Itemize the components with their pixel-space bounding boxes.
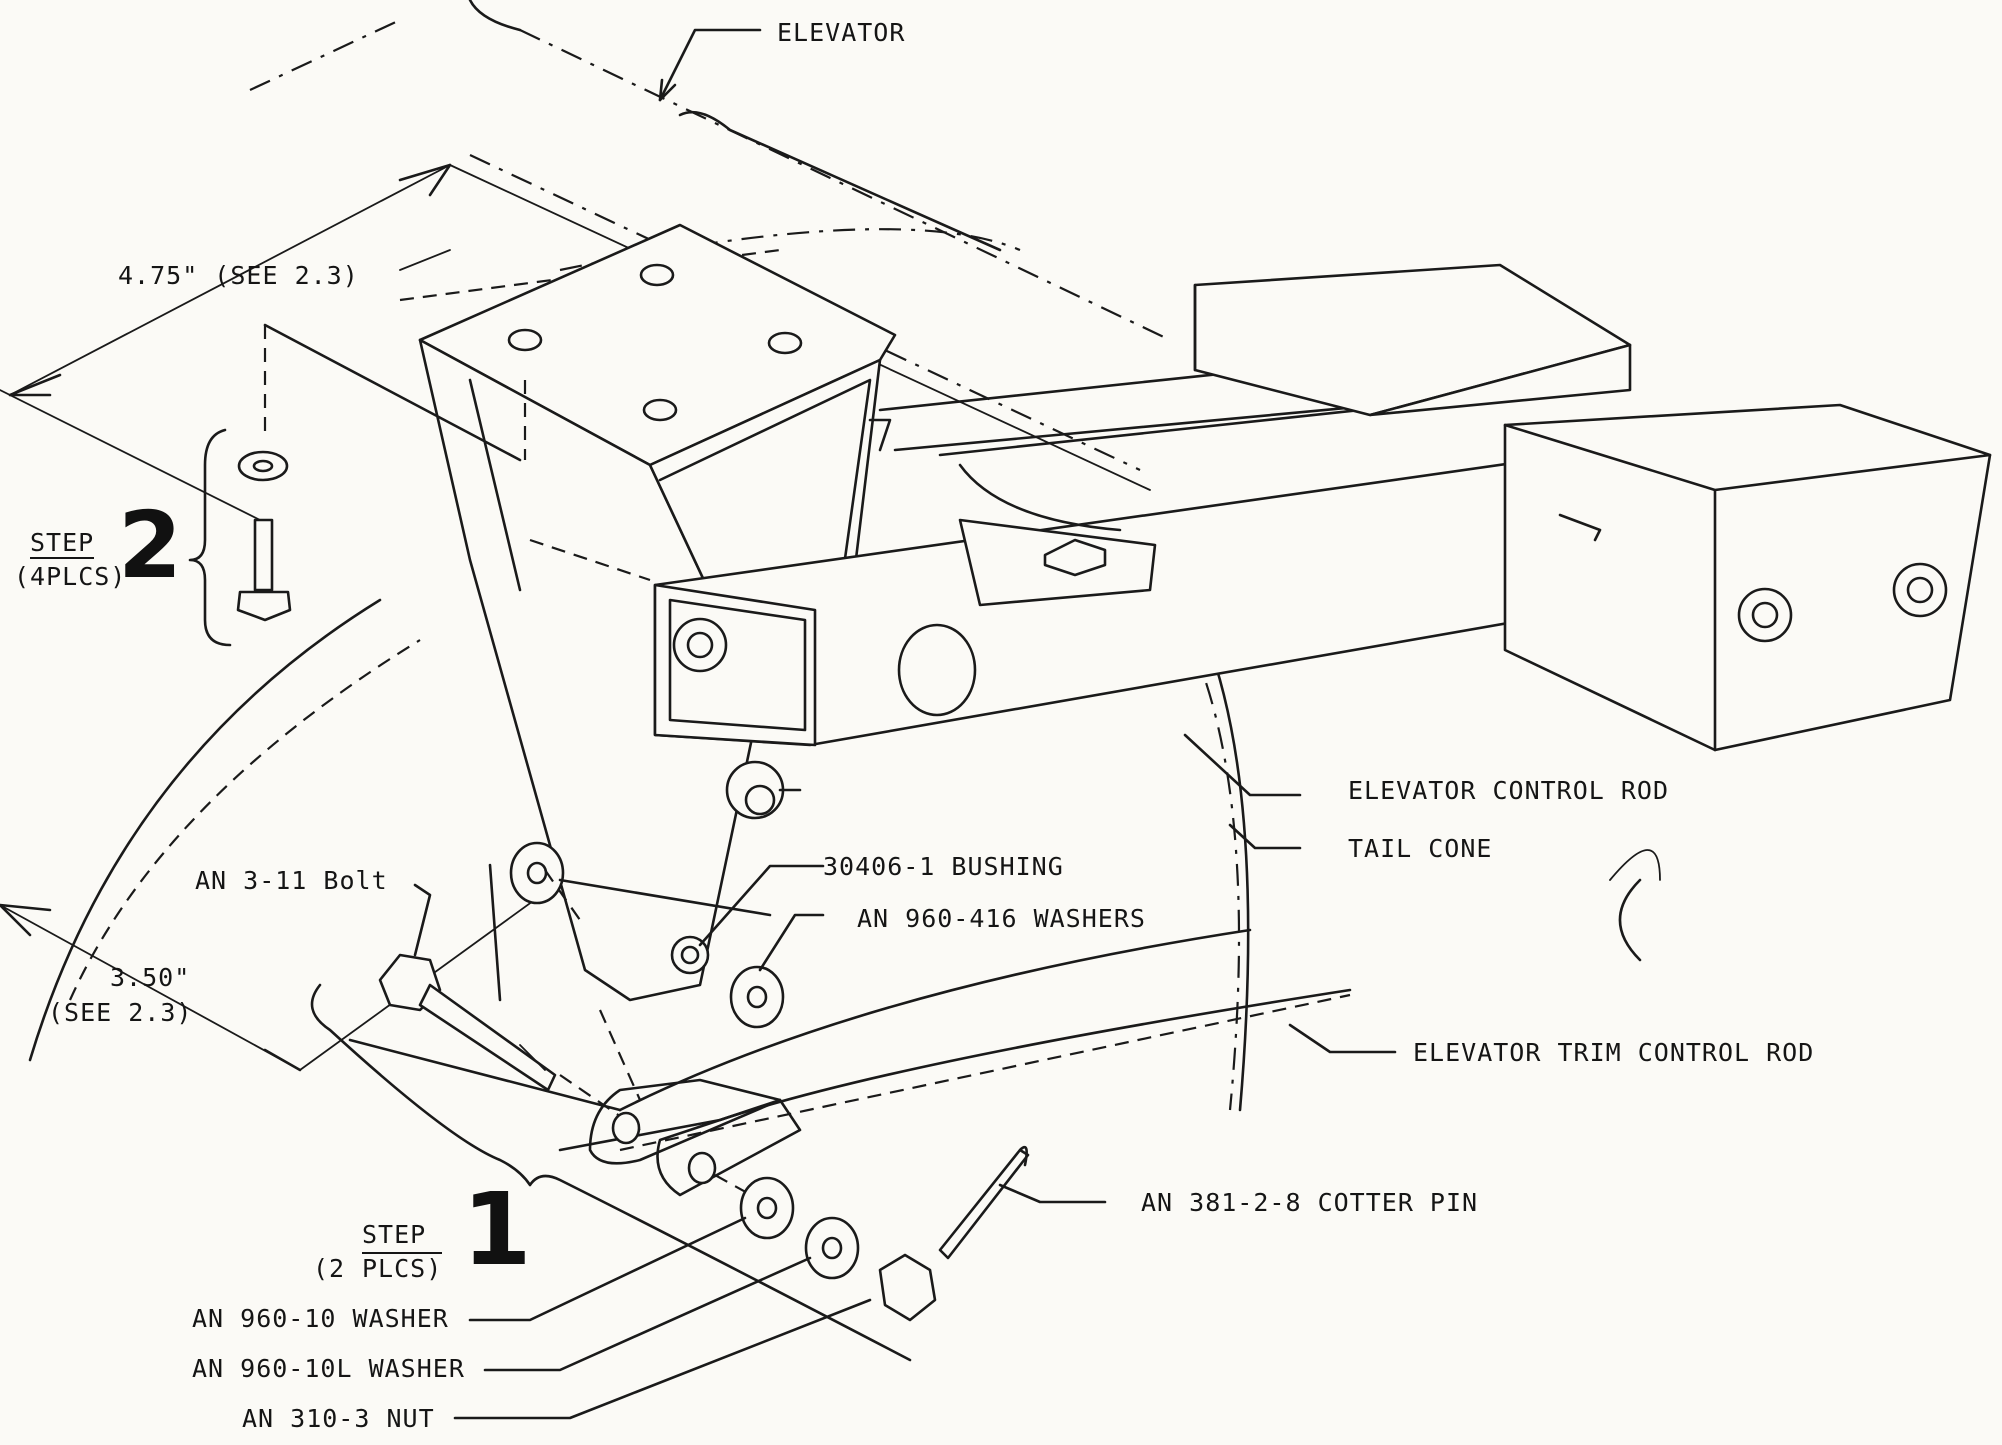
label-dimension-350: 3.50" (110, 963, 191, 992)
exploded-hardware (378, 841, 1030, 1322)
step2-hardware (236, 323, 522, 622)
counterweight-blocks (1193, 263, 1992, 752)
leader-lines (413, 28, 1397, 1420)
label-bolt: AN 3-11 Bolt (195, 866, 388, 895)
label-cotter-pin: AN 381-2-8 COTTER PIN (1141, 1188, 1479, 1217)
step-2-number: 2 (118, 492, 183, 599)
step-1-places-b: PLCS) (362, 1252, 443, 1283)
step-braces (188, 428, 912, 1362)
label-elevator: ELEVATOR (777, 18, 906, 47)
elevator-control-rod-drawing (653, 338, 1642, 747)
label-nut: AN 310-3 NUT (242, 1404, 435, 1433)
label-washers-416: AN 960-416 WASHERS (857, 904, 1146, 933)
label-elevator-control-rod: ELEVATOR CONTROL ROD (1348, 776, 1670, 805)
step-1-places-a: (2 (313, 1254, 346, 1283)
label-bushing: 30406-1 BUSHING (823, 852, 1064, 881)
label-washer-10l: AN 960-10L WASHER (192, 1354, 465, 1383)
hardware-installed (670, 617, 802, 975)
step-1-word: STEP (362, 1220, 427, 1249)
step-1-number: 1 (462, 1171, 532, 1288)
label-dimension-475: 4.75" (SEE 2.3) (118, 261, 359, 290)
label-trim-rod: ELEVATOR TRIM CONTROL ROD (1413, 1038, 1815, 1067)
label-washer-10: AN 960-10 WASHER (192, 1304, 449, 1333)
label-tail-cone: TAIL CONE (1348, 834, 1493, 863)
step-2-word: STEP (30, 528, 95, 559)
elevator-trim-rod-drawing (348, 863, 1352, 1197)
step-2-places: (4PLCS) (14, 562, 127, 591)
label-dimension-350-ref: (SEE 2.3) (48, 998, 193, 1027)
